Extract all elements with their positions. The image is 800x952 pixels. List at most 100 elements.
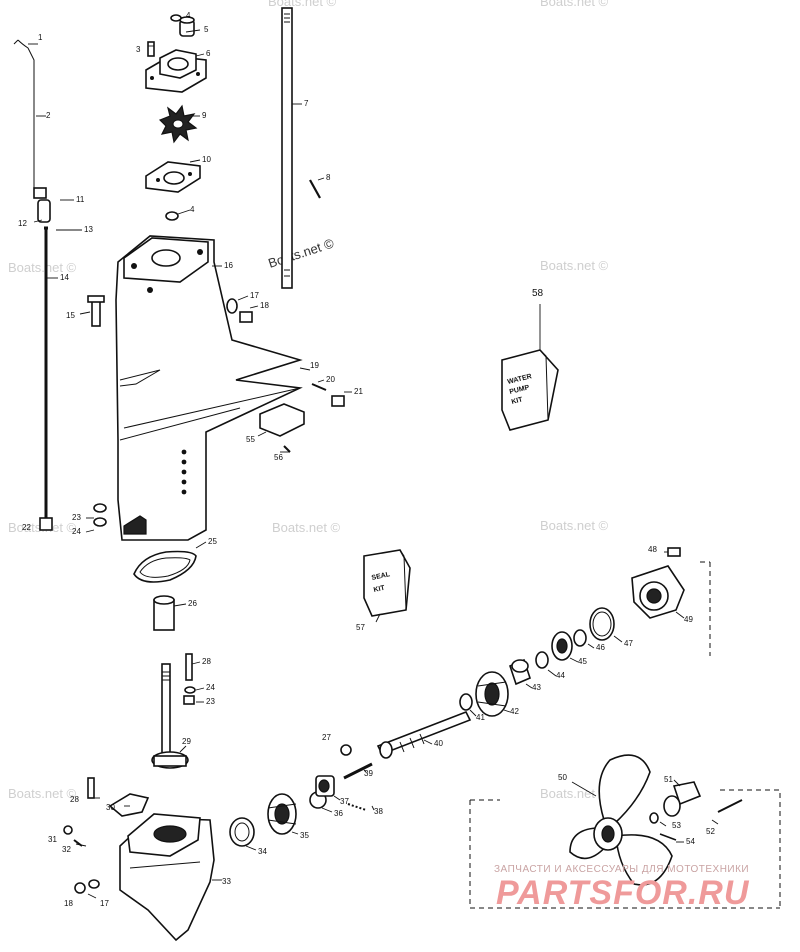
callout-44: 44 (556, 671, 565, 680)
callout-32: 32 (62, 845, 71, 854)
callout-17: 17 (250, 291, 259, 300)
shift-rod-connector (33, 187, 51, 223)
pump-housing (145, 49, 207, 93)
callout-37: 37 (340, 797, 349, 806)
cross-pin (343, 762, 373, 780)
prop-nut-51 (672, 781, 702, 806)
callout-54: 54 (686, 837, 695, 846)
rod-nut (39, 517, 53, 531)
impeller (158, 104, 198, 144)
propeller (569, 754, 673, 886)
shift-cam (108, 793, 150, 817)
thrust-washer-41 (459, 693, 473, 711)
callout-28b: 28 (70, 795, 79, 804)
gear-bearing-34 (229, 817, 255, 847)
callout-43: 43 (532, 683, 541, 692)
seal-kit-line2: KIT (373, 585, 386, 594)
pinion-shaft (151, 663, 189, 769)
prop-hub-kit (663, 795, 681, 817)
pump-plate (145, 161, 201, 193)
callout-39: 39 (364, 769, 373, 778)
bearing-45 (551, 631, 573, 661)
drive-pin (309, 179, 321, 199)
prop-dashed-group (469, 789, 781, 909)
anode-screw (283, 445, 291, 453)
lower-shift-rod (44, 226, 48, 520)
pin-38 (347, 803, 367, 811)
callout-20: 20 (326, 375, 335, 384)
anode-plate (259, 403, 305, 437)
plug-gasket (311, 383, 345, 407)
gearcase-housing (115, 235, 303, 541)
callout-52: 52 (706, 827, 715, 836)
pin-54 (659, 833, 677, 841)
callout-30: 30 (106, 803, 115, 812)
forward-gear (267, 793, 297, 835)
callout-2: 2 (46, 111, 51, 120)
watermark-right: Boats.net © (540, 258, 609, 273)
callout-47: 47 (624, 639, 633, 648)
callout-56: 56 (274, 453, 283, 462)
o-ring-47 (589, 607, 615, 641)
callout-16: 16 (224, 261, 233, 270)
leader-lines (28, 29, 719, 899)
callout-17b: 17 (100, 899, 109, 908)
callout-28: 28 (202, 657, 211, 666)
propeller-shaft (376, 710, 472, 759)
callout-7: 7 (304, 99, 309, 108)
water-tube-stud (183, 653, 196, 705)
callout-3: 3 (136, 45, 141, 54)
brand-tagline: ЗАПЧАСТИ И АКСЕССУАРЫ ДЛЯ МОТОТЕХНИКИ (494, 864, 749, 875)
small-washers-upper (93, 503, 107, 527)
callout-33: 33 (222, 877, 231, 886)
pump-tube (179, 16, 195, 37)
hardware-31-32 (63, 825, 83, 847)
watermark-left: Boats.net © (8, 260, 77, 275)
callout-53: 53 (672, 821, 681, 830)
callout-40: 40 (434, 739, 443, 748)
seal-46 (573, 629, 587, 647)
callout-9: 9 (202, 111, 207, 120)
lower-gearcase (119, 813, 215, 942)
callout-4b: 4 (190, 205, 195, 214)
callout-55: 55 (246, 435, 255, 444)
watermark-top: Boats.net © (268, 0, 337, 9)
carrier-dashed-group (700, 561, 711, 656)
callout-42: 42 (510, 707, 519, 716)
callout-36: 36 (334, 809, 343, 818)
callout-27: 27 (322, 733, 331, 742)
washer-53 (649, 812, 659, 824)
callout-51: 51 (664, 775, 673, 784)
washer-44 (535, 651, 549, 669)
callout-48: 48 (648, 545, 657, 554)
callout-25: 25 (208, 537, 217, 546)
callout-14: 14 (60, 273, 69, 282)
bushing-43 (509, 658, 531, 686)
callout-24b: 24 (206, 683, 215, 692)
callout-13: 13 (84, 225, 93, 234)
callout-1: 1 (38, 33, 43, 42)
callout-11: 11 (76, 195, 85, 204)
water-pump-kit-line2: PUMP (509, 384, 531, 396)
callout-22: 22 (22, 523, 31, 532)
callout-10: 10 (202, 155, 211, 164)
callout-38: 38 (374, 807, 383, 816)
brand-logo-text: PARTSFOR.RU (496, 874, 750, 912)
callout-49: 49 (684, 615, 693, 624)
trim-tab-screw (226, 298, 253, 323)
cotter-pin (717, 799, 743, 813)
housing-screw (87, 295, 105, 327)
callout-41: 41 (476, 713, 485, 722)
stud-28 (87, 777, 95, 799)
bushing (153, 595, 175, 631)
callout-29: 29 (182, 737, 191, 746)
spring-27 (340, 744, 352, 756)
callout-6: 6 (206, 49, 211, 58)
callout-57: 57 (356, 623, 365, 632)
watermark-center: Boats.net © (266, 235, 336, 270)
callout-19: 19 (310, 361, 319, 370)
seal-kit-line1: SEAL (371, 571, 391, 582)
callout-24: 24 (72, 527, 81, 536)
pump-seal (165, 211, 179, 221)
callout-31: 31 (48, 835, 57, 844)
